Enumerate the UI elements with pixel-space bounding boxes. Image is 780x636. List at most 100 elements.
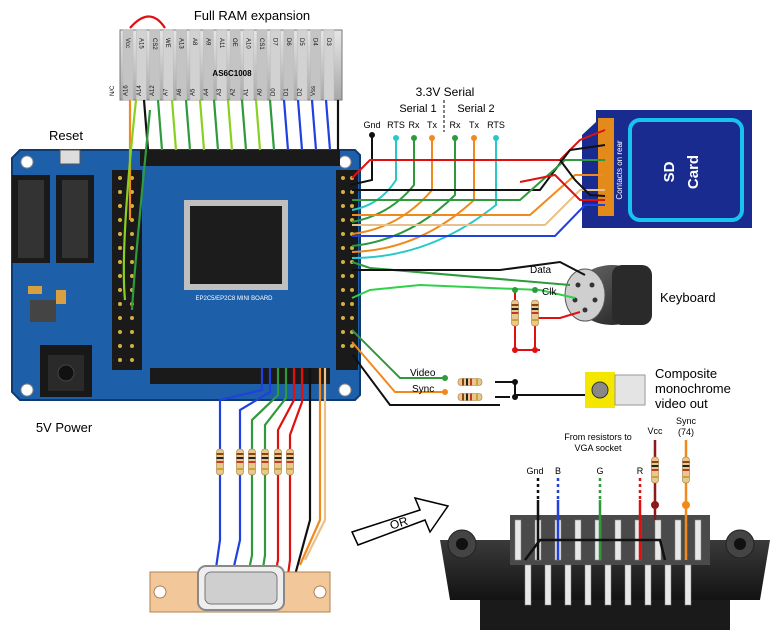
ram-pin-strip (149, 29, 161, 101)
power-label: 5V Power (36, 420, 93, 435)
ram-pin-label-top: A11 (218, 38, 224, 49)
keyboard-wires (351, 260, 586, 351)
serial-title: 3.3V Serial (416, 85, 475, 99)
ram-pin-label-top: D7 (271, 38, 277, 46)
ram-pin-label-top: OE (231, 38, 237, 47)
ram-wires (122, 15, 340, 311)
ram-pin-label-bottom: N/C (110, 85, 116, 96)
keyboard-label: Keyboard (660, 290, 716, 305)
vga-resistor-r2 (286, 448, 294, 476)
composite-label-3: video out (655, 396, 708, 411)
vga-b-label: B (555, 466, 561, 476)
ram-pin-strip (283, 29, 295, 101)
ram-pin-strip (162, 29, 174, 101)
from-resistors-label-2: VGA socket (574, 443, 622, 453)
sync-resistor (457, 393, 483, 401)
ram-pin-label-bottom: D2 (298, 88, 304, 96)
ram-pin-strip (203, 29, 214, 101)
ram-pin-label-bottom: A5 (190, 88, 196, 96)
ram-pin-strip (122, 29, 134, 101)
ram-pin-strip (256, 29, 268, 101)
ram-pin-label-bottom: A1 (244, 88, 250, 96)
ram-pin-strip (216, 29, 228, 101)
power-jack (40, 345, 92, 397)
ram-pin-label-top: D5 (298, 38, 304, 46)
ram-pin-strip (270, 29, 281, 101)
ram-pin-label-top: A9 (204, 38, 210, 46)
ram-pin-label-bottom: A7 (164, 88, 170, 96)
ram-pin-strip (189, 29, 201, 101)
sync74-resistor (682, 456, 690, 484)
sd-label-line2: Card (685, 155, 702, 189)
ram-pin-label-top: Vcc (124, 38, 130, 48)
vga-resistor-g1 (248, 448, 256, 476)
reset-label: Reset (49, 128, 83, 143)
jtag-header (12, 175, 50, 263)
serial-tx2-label: Tx (469, 120, 479, 130)
ram-title: Full RAM expansion (194, 8, 310, 23)
sync-label: Sync (412, 384, 434, 395)
video-label: Video (410, 368, 436, 379)
voltage-regulator (30, 300, 56, 322)
vga-sync-label-1: Sync (676, 416, 697, 426)
ram-pin-label-top: A13 (178, 38, 184, 49)
serial-tx1-label: Tx (427, 120, 437, 130)
vcc-resistor (651, 456, 659, 484)
vga-resistor-b2 (236, 448, 244, 476)
ram-pin-label-bottom: D0 (271, 88, 277, 96)
vga-g-label: G (596, 466, 603, 476)
keyboard-resistor-1 (511, 299, 519, 327)
vga-vcc-label: Vcc (647, 426, 663, 436)
reset-button[interactable] (59, 149, 81, 165)
ram-pin-label-bottom: A0 (257, 88, 263, 96)
or-label: OR (388, 514, 410, 533)
serial-rts2-label: RTS (487, 120, 505, 130)
serial1-label: Serial 1 (399, 103, 436, 115)
keyboard-clk-label: Clk (542, 287, 557, 298)
serial-gnd-label: Gnd (363, 120, 380, 130)
ram-pin-strip (296, 29, 308, 101)
vga-resistor-g2 (261, 448, 269, 476)
vga-sync-label-2: (74) (678, 427, 694, 437)
composite-label-1: Composite (655, 366, 717, 381)
ram-pin-strip (243, 29, 254, 101)
ram-pin-strip (310, 29, 321, 101)
fpga-board: EP2C5/EP2C8 MINI BOARD (11, 149, 361, 401)
vga-resistor-r1 (274, 448, 282, 476)
composite-label-2: monochrome (655, 381, 731, 396)
keyboard-connector (564, 265, 652, 325)
as-header (56, 175, 94, 263)
vga-r-label: R (637, 466, 644, 476)
ram-pin-label-top: D3 (325, 38, 331, 46)
keyboard-data-label: Data (530, 265, 552, 276)
from-resistors-label-1: From resistors to (564, 432, 632, 442)
ram-pin-label-bottom: D1 (284, 88, 290, 96)
sd-label-line1: SD (661, 161, 678, 182)
sd-wires (351, 129, 606, 237)
ram-pin-label-top: CS2 (151, 38, 157, 50)
ram-pin-strip (176, 29, 187, 101)
vga-resistor-b1 (216, 448, 224, 476)
vga-wires (213, 368, 327, 576)
serial2-label: Serial 2 (457, 103, 494, 115)
ram-chip-label: AS6C1008 (212, 69, 252, 78)
ram-pin-label-bottom: A16 (123, 85, 129, 96)
sd-card: SD Card Contacts on rear (582, 110, 752, 228)
ram-pin-label-top: A15 (137, 38, 143, 49)
rca-connector (585, 372, 646, 408)
serial-rx1-label: Rx (409, 120, 420, 130)
composite-wires (351, 329, 585, 406)
ram-pin-label-top: D4 (312, 38, 318, 46)
serial-rx2-label: Rx (450, 120, 461, 130)
ram-pin-label-bottom: Vss (311, 86, 317, 96)
board-pins (118, 176, 354, 362)
fpga-chip (184, 200, 288, 290)
or-arrow: OR (350, 496, 450, 546)
ram-pin-label-top: WE (164, 38, 170, 48)
ram-pin-label-bottom: A4 (204, 88, 210, 96)
serial-wires (349, 135, 497, 259)
ram-pin-strip (136, 29, 147, 101)
vga-connector-de15 (149, 565, 331, 613)
